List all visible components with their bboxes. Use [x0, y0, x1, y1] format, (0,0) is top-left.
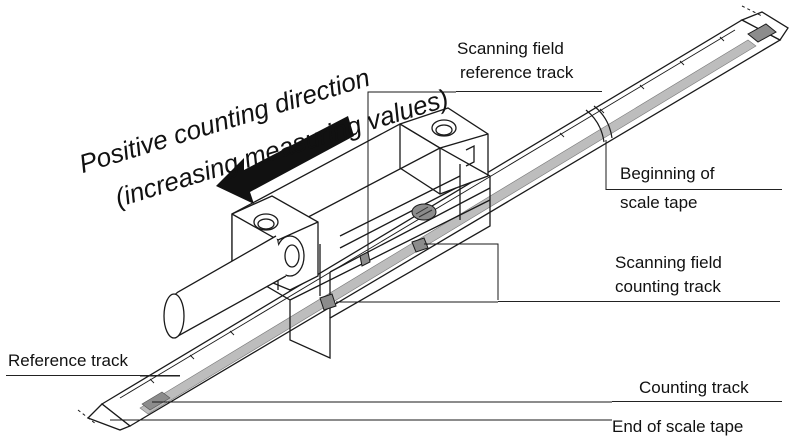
- label-scanning-field-counting-2: counting track: [615, 277, 721, 296]
- scale-tape: [86, 11, 789, 431]
- label-beginning-2: scale tape: [620, 193, 698, 212]
- tape-break-curves: [585, 105, 613, 143]
- reference-mark-tab: [747, 23, 777, 43]
- tape-cut-marks: [77, 5, 763, 425]
- label-scanning-field-reference-rule: [456, 91, 602, 92]
- counting-scanning-field-upper: [411, 237, 429, 253]
- reference-scan-window: [411, 203, 437, 221]
- leader-lines: [110, 91, 612, 421]
- counting-end-tab: [141, 391, 171, 411]
- label-scanning-field-counting-rule: [498, 301, 780, 302]
- label-reference-track: Reference track: [8, 351, 128, 370]
- label-beginning-rule: [606, 189, 782, 190]
- cable: [163, 235, 287, 339]
- label-scanning-field-reference-1: Scanning field: [457, 39, 564, 58]
- label-reference-track-rule: [6, 375, 180, 376]
- label-counting-track-rule: [612, 401, 782, 402]
- counting-scanning-field-lower: [319, 293, 337, 311]
- label-counting-track: Counting track: [639, 378, 749, 397]
- label-beginning-1: Beginning of: [620, 164, 715, 183]
- label-end-of-scale-tape: End of scale tape: [612, 417, 744, 436]
- direction-arrow: [216, 116, 354, 204]
- label-scanning-field-reference-2: reference track: [460, 63, 574, 82]
- reference-scan-window-slits: [415, 206, 433, 218]
- label-scanning-field-counting-1: Scanning field: [615, 253, 722, 272]
- reference-scanning-field: [359, 251, 371, 267]
